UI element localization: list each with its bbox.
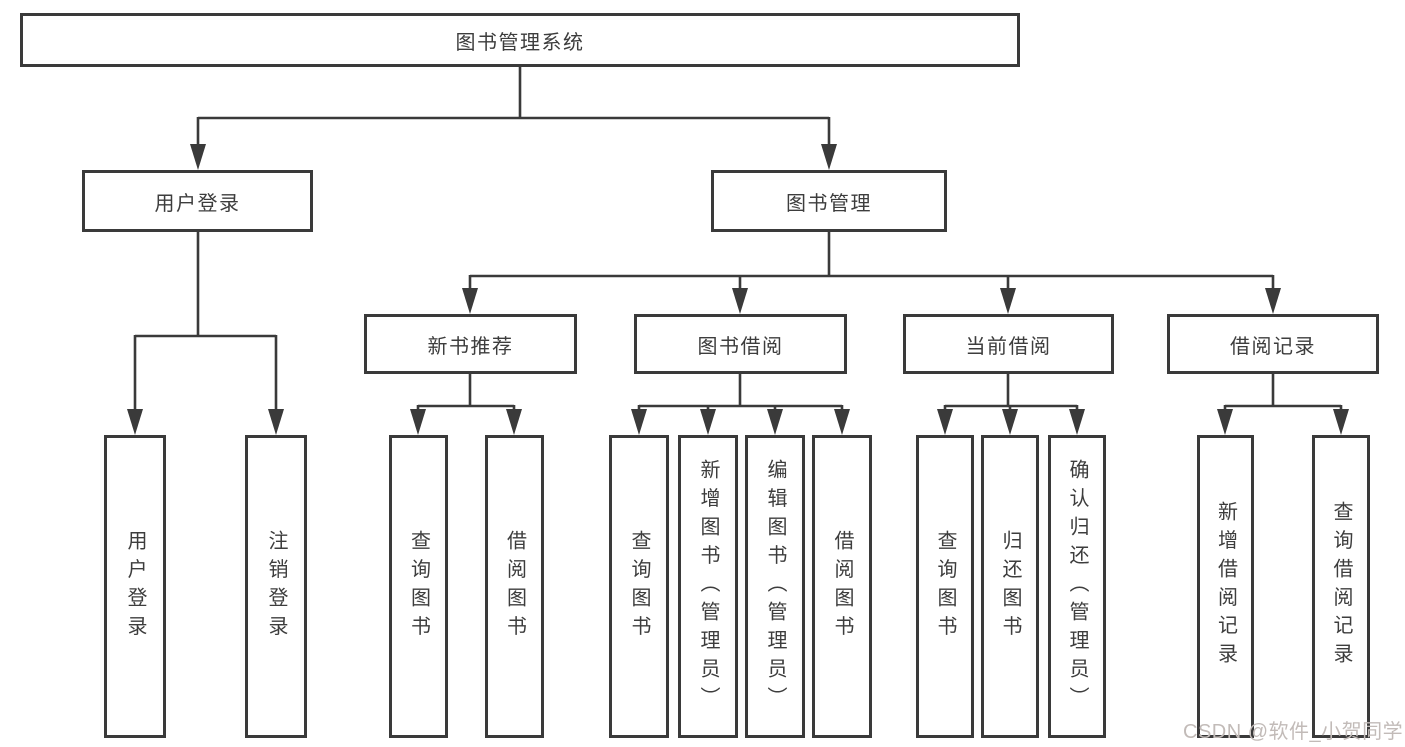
leaf-confirm-return-admin-label: 确认归还（管理员） xyxy=(1066,458,1088,715)
arrowhead-icon xyxy=(1265,288,1281,314)
leaf-query-books-recommend-label: 查询图书 xyxy=(407,529,430,644)
leaf-query-books-current: 查询图书 xyxy=(916,435,974,738)
node-book-management: 图书管理 xyxy=(711,170,947,232)
arrowhead-icon xyxy=(1069,409,1085,435)
leaf-return-books-label: 归还图书 xyxy=(999,529,1021,644)
arrowhead-icon xyxy=(1000,288,1016,314)
arrowhead-icon xyxy=(700,409,716,435)
node-borrow-records: 借阅记录 xyxy=(1167,314,1379,374)
leaf-query-borrow-record-label: 查询借阅记录 xyxy=(1330,501,1352,672)
csdn-watermark: CSDN @软件_小贺同学 xyxy=(1183,721,1404,743)
leaf-query-books-borrow: 查询图书 xyxy=(609,435,669,738)
leaf-user-login: 用户登录 xyxy=(104,435,166,738)
leaf-borrow-books: 借阅图书 xyxy=(812,435,872,738)
arrowhead-icon xyxy=(767,409,783,435)
leaf-add-book-admin-label: 新增图书（管理员） xyxy=(697,458,719,715)
leaf-return-books: 归还图书 xyxy=(981,435,1039,738)
leaf-query-borrow-record: 查询借阅记录 xyxy=(1312,435,1370,738)
arrowhead-icon xyxy=(732,288,748,314)
leaf-add-borrow-record: 新增借阅记录 xyxy=(1197,435,1254,738)
node-book-borrow: 图书借阅 xyxy=(634,314,847,374)
arrowhead-icon xyxy=(410,409,426,435)
arrowhead-icon xyxy=(631,409,647,435)
leaf-query-books-borrow-label: 查询图书 xyxy=(628,529,650,644)
arrowhead-icon xyxy=(268,409,284,435)
arrowhead-icon xyxy=(462,288,478,314)
arrowhead-icon xyxy=(821,144,837,170)
leaf-borrow-books-recommend-label: 借阅图书 xyxy=(503,529,526,644)
leaf-logout-label: 注销登录 xyxy=(265,529,287,644)
node-current-borrow: 当前借阅 xyxy=(903,314,1114,374)
leaf-query-books-recommend: 查询图书 xyxy=(389,435,448,738)
leaf-user-login-label: 用户登录 xyxy=(124,529,146,644)
arrowhead-icon xyxy=(834,409,850,435)
leaf-query-books-current-label: 查询图书 xyxy=(934,529,956,644)
leaf-add-borrow-record-label: 新增借阅记录 xyxy=(1214,501,1237,672)
leaf-logout: 注销登录 xyxy=(245,435,307,738)
arrowhead-icon xyxy=(937,409,953,435)
leaf-add-book-admin: 新增图书（管理员） xyxy=(678,435,738,738)
leaf-borrow-books-label: 借阅图书 xyxy=(831,529,853,644)
node-new-book-recommend: 新书推荐 xyxy=(364,314,577,374)
leaf-edit-book-admin: 编辑图书（管理员） xyxy=(745,435,805,738)
leaf-edit-book-admin-label: 编辑图书（管理员） xyxy=(764,458,786,715)
node-user-login: 用户登录 xyxy=(82,170,313,232)
arrowhead-icon xyxy=(506,409,522,435)
arrowhead-icon xyxy=(190,144,206,170)
leaf-confirm-return-admin: 确认归还（管理员） xyxy=(1048,435,1106,738)
arrowhead-icon xyxy=(1217,409,1233,435)
arrowhead-icon xyxy=(1333,409,1349,435)
arrowhead-icon xyxy=(1002,409,1018,435)
node-book-management-system: 图书管理系统 xyxy=(20,13,1020,67)
leaf-borrow-books-recommend: 借阅图书 xyxy=(485,435,544,738)
arrowhead-icon xyxy=(127,409,143,435)
